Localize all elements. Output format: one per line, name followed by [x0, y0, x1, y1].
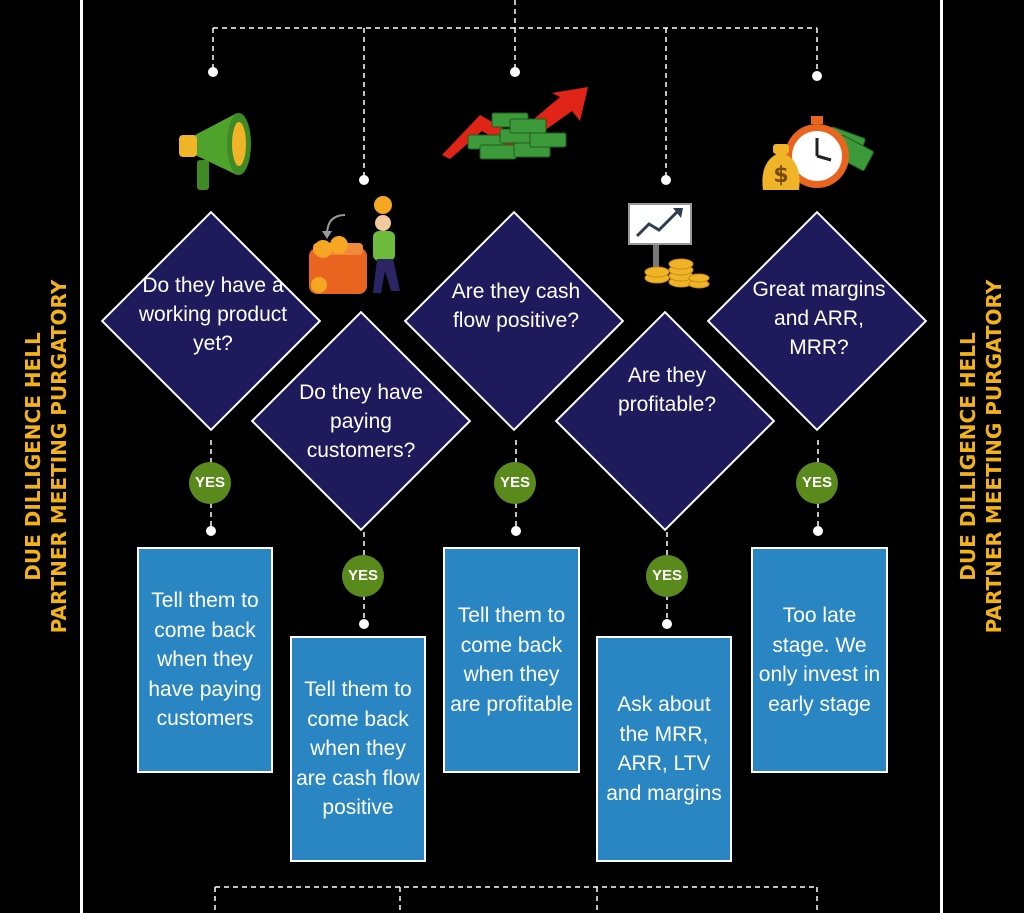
question-text-5: Great margins and ARR, MRR?: [752, 278, 886, 359]
outcome-text-5: Too late stage. We only invest in early …: [758, 604, 881, 716]
outcome-text-4: Ask about the MRR, ARR, LTV and margins: [606, 693, 722, 805]
outcome-text-2: Tell them to come back when they are cas…: [296, 678, 420, 820]
right-border-line: [940, 0, 943, 913]
outcome-box-1: Tell them to come back when they have pa…: [137, 547, 273, 773]
yes-badge-4: YES: [646, 555, 688, 597]
question-text-1: Do they have a working product yet?: [138, 274, 288, 355]
money-growth-icon: [442, 87, 588, 160]
left-border-line: [80, 0, 83, 913]
money-clock-icon: $: [762, 116, 874, 190]
coin-wallet-icon: [309, 196, 400, 294]
question-text-2: Do they have paying customers?: [299, 381, 423, 462]
megaphone-icon: [179, 113, 251, 190]
outcome-box-5: Too late stage. We only invest in early …: [751, 547, 888, 773]
yes-badge-2: YES: [342, 555, 384, 597]
outcome-text-1: Tell them to come back when they have pa…: [148, 589, 262, 731]
yes-badge-1: YES: [189, 462, 231, 504]
outcome-box-3: Tell them to come back when they are pro…: [443, 547, 580, 773]
outcome-box-2: Tell them to come back when they are cas…: [290, 636, 426, 862]
chart-coins-icon: [628, 203, 710, 289]
outcome-text-3: Tell them to come back when they are pro…: [450, 604, 573, 716]
question-text-3: Are they cash flow positive?: [451, 280, 581, 332]
svg-text:$: $: [773, 163, 788, 188]
question-text-4: Are they profitable?: [617, 364, 717, 416]
yes-badge-3: YES: [494, 462, 536, 504]
yes-badge-5: YES: [796, 462, 838, 504]
outcome-box-4: Ask about the MRR, ARR, LTV and margins: [596, 636, 732, 862]
